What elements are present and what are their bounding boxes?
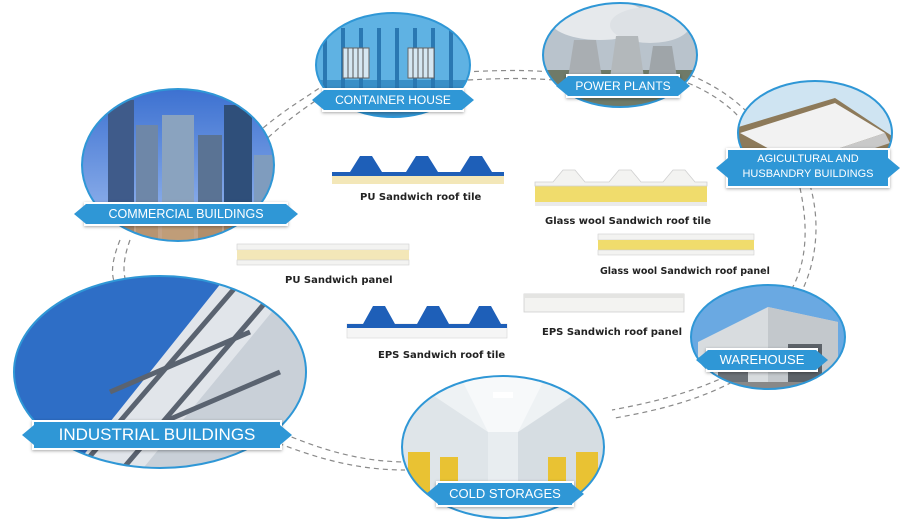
warehouse-label: WAREHOUSE: [706, 348, 818, 372]
power-plants-label: POWER PLANTS: [566, 74, 680, 98]
eps-roof-panel-label: EPS Sandwich roof panel: [542, 327, 683, 338]
industrial-buildings-label: INDUSTRIAL BUILDINGS: [32, 420, 282, 450]
cold-storages-label: COLD STORAGES: [436, 481, 574, 507]
warehouse-photo: [690, 284, 846, 390]
eps-roof-panel-image: [523, 293, 685, 313]
commercial-buildings-label: COMMERCIAL BUILDINGS: [84, 202, 288, 226]
glass-wool-roof-tile-label: Glass wool Sandwich roof tile: [545, 216, 712, 227]
glass-wool-roof-panel-label: Glass wool Sandwich roof panel: [600, 266, 770, 277]
agricultural-label-line2: HUSBANDRY BUILDINGS: [742, 168, 874, 180]
agricultural-label-line1: AGICULTURAL AND: [757, 153, 859, 165]
pu-roof-tile-image: [332, 156, 504, 184]
pu-panel-label: PU Sandwich panel: [285, 275, 393, 286]
pu-roof-tile-label: PU Sandwich roof tile: [360, 192, 482, 203]
container-house-label: CONTAINER HOUSE: [322, 88, 464, 112]
eps-roof-tile-image: [346, 306, 508, 339]
pu-panel-image: [236, 243, 410, 266]
agricultural-label: AGICULTURAL AND HUSBANDRY BUILDINGS: [726, 148, 890, 188]
eps-roof-tile-label: EPS Sandwich roof tile: [378, 350, 506, 361]
glass-wool-roof-panel-image: [597, 233, 755, 256]
glass-wool-roof-tile-image: [534, 169, 708, 206]
